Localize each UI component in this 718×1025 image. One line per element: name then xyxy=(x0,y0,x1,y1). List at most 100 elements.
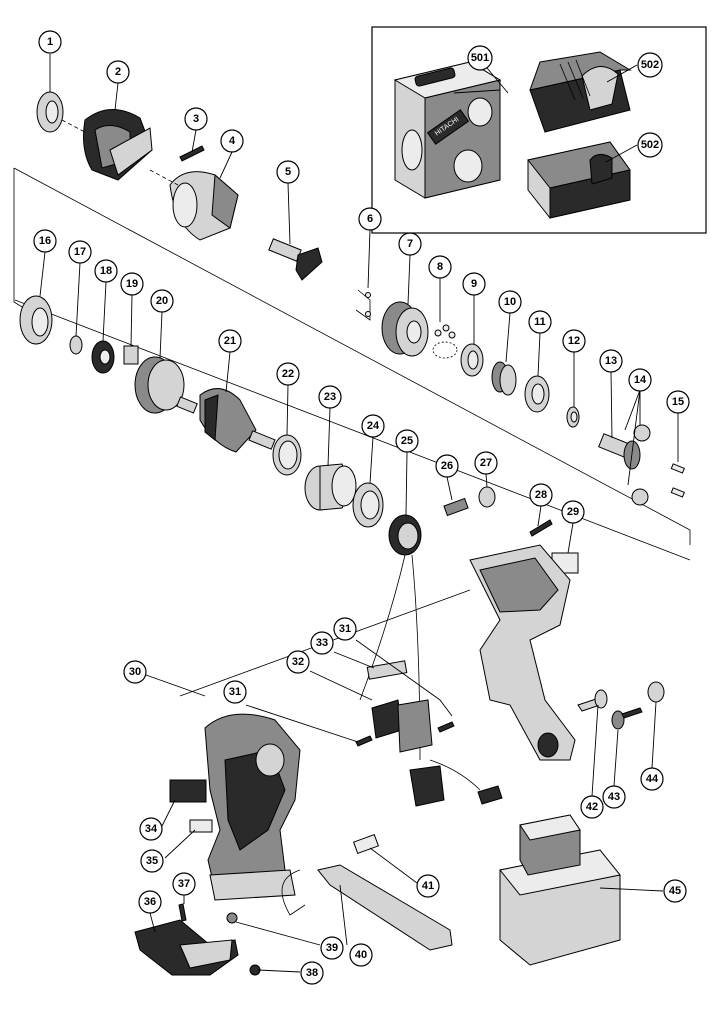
svg-text:31: 31 xyxy=(339,623,351,635)
svg-text:43: 43 xyxy=(608,791,620,803)
svg-text:34: 34 xyxy=(145,823,158,835)
anvil xyxy=(268,238,323,281)
callout-10: 10 xyxy=(498,290,522,314)
callout-38: 38 xyxy=(300,961,324,985)
svg-text:42: 42 xyxy=(586,801,598,813)
callout-32: 32 xyxy=(286,650,310,674)
callout-27: 27 xyxy=(474,451,498,475)
callout-31b: 31 xyxy=(223,680,247,704)
svg-text:21: 21 xyxy=(224,335,236,347)
svg-text:501: 501 xyxy=(471,52,489,64)
callout-17: 17 xyxy=(68,240,92,264)
svg-text:39: 39 xyxy=(326,942,338,954)
belt-hook xyxy=(134,919,239,976)
svg-text:22: 22 xyxy=(282,368,294,380)
armature xyxy=(176,388,276,453)
svg-text:27: 27 xyxy=(480,457,492,469)
callout-36: 36 xyxy=(138,890,162,914)
svg-text:12: 12 xyxy=(568,335,580,347)
callout-34: 34 xyxy=(139,817,163,841)
callout-11: 11 xyxy=(528,310,552,334)
svg-text:2: 2 xyxy=(115,66,121,78)
svg-text:44: 44 xyxy=(646,773,659,785)
callout-21: 21 xyxy=(218,329,242,353)
callout-14: 14 xyxy=(628,368,652,392)
leader-lines xyxy=(39,54,679,973)
svg-text:3: 3 xyxy=(193,113,199,125)
svg-text:45: 45 xyxy=(669,885,681,897)
callout-502b: 502 xyxy=(637,132,663,158)
callout-501: 501 xyxy=(467,45,493,71)
callout-22: 22 xyxy=(276,362,300,386)
brush-holder xyxy=(359,514,422,761)
carrying-case: HITACHI xyxy=(393,61,502,199)
strap xyxy=(281,864,453,951)
svg-text:9: 9 xyxy=(471,278,477,290)
svg-text:8: 8 xyxy=(437,261,443,273)
svg-text:40: 40 xyxy=(355,949,367,961)
housing-left xyxy=(204,713,301,901)
svg-text:32: 32 xyxy=(292,656,304,668)
svg-text:29: 29 xyxy=(567,506,579,518)
svg-text:31: 31 xyxy=(229,686,241,698)
svg-text:5: 5 xyxy=(285,166,291,178)
charger-top xyxy=(529,51,632,133)
svg-text:17: 17 xyxy=(74,246,86,258)
svg-text:13: 13 xyxy=(605,355,617,367)
svg-text:14: 14 xyxy=(634,374,647,386)
callout-35: 35 xyxy=(140,849,164,873)
fan-housing xyxy=(134,356,185,414)
callout-44: 44 xyxy=(640,767,664,791)
callout-43: 43 xyxy=(602,785,626,809)
magnet xyxy=(304,463,357,511)
svg-text:16: 16 xyxy=(39,235,51,247)
callout-20: 20 xyxy=(150,289,174,313)
svg-text:36: 36 xyxy=(144,896,156,908)
charger-bottom xyxy=(527,141,631,219)
svg-text:37: 37 xyxy=(178,878,190,890)
callout-4: 4 xyxy=(220,129,244,153)
callout-39: 39 xyxy=(320,936,344,960)
svg-text:38: 38 xyxy=(306,967,318,979)
callout-23: 23 xyxy=(318,385,342,409)
callout-502a: 502 xyxy=(637,52,663,78)
svg-text:4: 4 xyxy=(229,135,236,147)
svg-text:18: 18 xyxy=(100,265,112,277)
callout-9: 9 xyxy=(462,272,486,296)
svg-text:11: 11 xyxy=(534,316,546,328)
svg-text:10: 10 xyxy=(504,296,516,308)
svg-text:19: 19 xyxy=(126,278,138,290)
callout-18: 18 xyxy=(94,259,118,283)
battery xyxy=(499,814,621,966)
housing-right xyxy=(469,544,576,761)
hammer-case xyxy=(169,171,239,241)
callout-29: 29 xyxy=(561,500,585,524)
hammer-cover xyxy=(83,109,153,181)
hammer xyxy=(381,301,429,357)
callout-7: 7 xyxy=(398,232,422,256)
svg-text:30: 30 xyxy=(129,666,141,678)
svg-text:502: 502 xyxy=(641,139,659,151)
switch-assembly xyxy=(366,660,503,807)
svg-text:15: 15 xyxy=(672,396,684,408)
callout-2: 2 xyxy=(106,60,130,84)
callout-33: 33 xyxy=(310,631,334,655)
end-cap xyxy=(19,295,53,345)
callout-41: 41 xyxy=(416,874,440,898)
callout-1: 1 xyxy=(38,30,62,54)
callout-6: 6 xyxy=(358,207,382,231)
svg-text:24: 24 xyxy=(367,420,380,432)
accessory-box xyxy=(371,26,707,234)
callout-26: 26 xyxy=(435,454,459,478)
svg-text:20: 20 xyxy=(156,295,168,307)
svg-text:7: 7 xyxy=(407,238,413,250)
callout-28: 28 xyxy=(529,483,553,507)
svg-text:33: 33 xyxy=(316,637,328,649)
svg-text:41: 41 xyxy=(422,880,434,892)
callout-3: 3 xyxy=(184,107,208,131)
callout-45: 45 xyxy=(663,879,687,903)
callout-12: 12 xyxy=(562,329,586,353)
svg-text:502: 502 xyxy=(641,59,659,71)
svg-text:1: 1 xyxy=(47,36,53,48)
